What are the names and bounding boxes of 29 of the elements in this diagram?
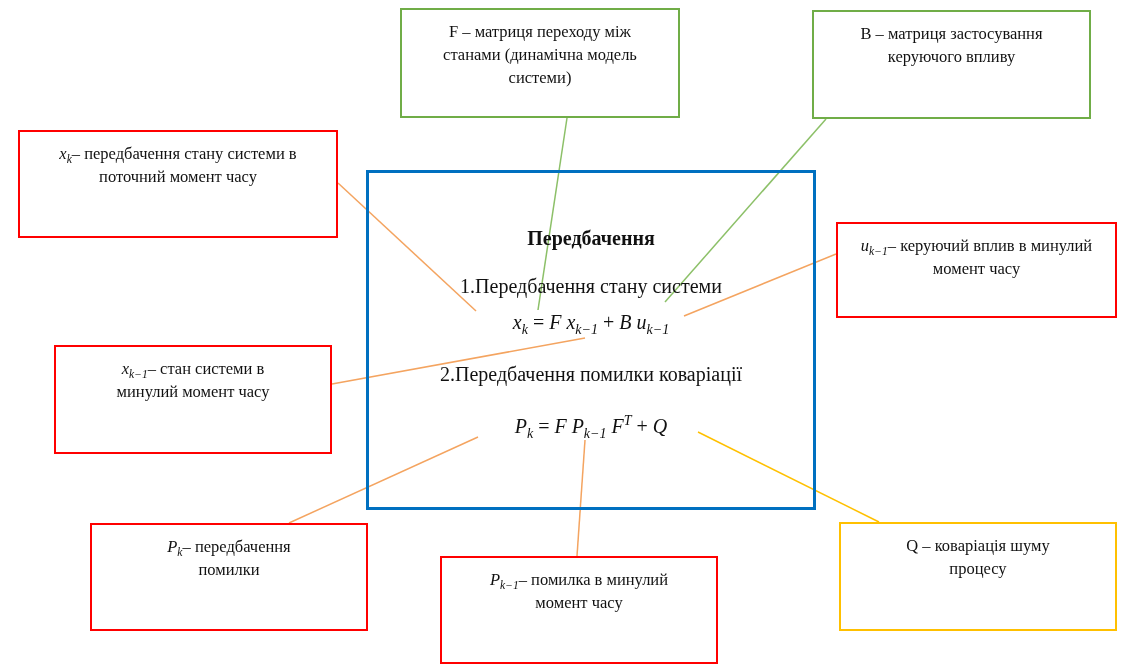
leader-line [683,253,837,317]
formula: x$_{k}$ = F x$_{k−1}$ + B u$_{k−1}$ [511,310,671,335]
callout-text: x$_{k−1}$– стан системи в минулий момент часу [115,358,271,403]
callout-text: Q – коваріація шуму процесу [905,535,1051,580]
callout-box [839,522,1117,631]
callout-text: P$_{k−1}$– помилка в минулий момент часу [488,569,670,614]
callout-box [90,523,368,631]
callout-box [440,556,718,664]
leader-line [288,436,479,524]
callout-text: B – матриця застосування керуючого впливу [859,23,1044,68]
leader-line [664,118,827,303]
leader-line [337,182,477,312]
heading: Передбачення [526,226,656,251]
callout-text: P$_{k}$– передбачення помилки [166,536,292,581]
callout-box [812,10,1091,119]
formula: P$_{k}$ = F P$_{k−1}$ F$^{T}$ + Q [513,413,669,439]
leader-line [537,117,568,311]
callout-text: x$_{k}$– передбачення стану системи в поточний момент часу [58,143,298,188]
process-box [366,170,816,510]
step-label: 2.Передбачення помилки коваріації [439,362,743,387]
callout-box [836,222,1117,318]
callout-box [54,345,332,454]
leader-line [576,439,586,557]
callout-text: u$_{k−1}$– керуючий вплив в минулий момент часу [860,235,1093,280]
callout-text: F – матриця переходу між станами (динамічна модель системи) [442,21,638,89]
leader-line [697,431,880,523]
callout-box [18,130,338,238]
leader-line [331,337,586,385]
callout-box [400,8,680,118]
